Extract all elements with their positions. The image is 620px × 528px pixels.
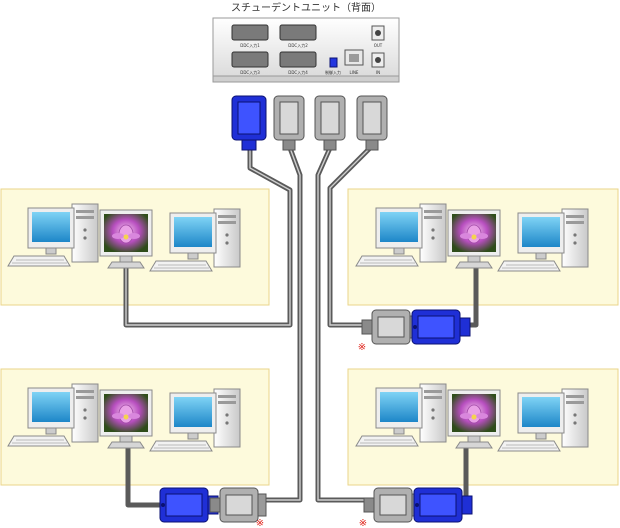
vga-connector-gray-icon: [356, 95, 388, 151]
vga-connector-gray-icon: [363, 487, 421, 523]
vga-connector-gray-icon: [209, 487, 267, 523]
pc-station: [7, 203, 241, 272]
note-mark: ※: [359, 518, 367, 528]
vga-connector-blue-icon: [411, 309, 471, 345]
port-label: 制御入力: [325, 69, 341, 75]
port-label: OUT: [374, 43, 383, 48]
vga-connector-gray-icon: [273, 95, 305, 151]
vga-connector-blue-icon: [231, 95, 267, 151]
vga-connector-blue-icon: [159, 487, 219, 523]
vga-connector-blue-icon: [413, 487, 473, 523]
port-label: DDC入力4: [288, 69, 308, 75]
port-label: DDC入力1: [240, 42, 260, 48]
note-mark: ※: [256, 518, 264, 528]
port-label: LINE: [350, 70, 359, 75]
port-label: IN: [376, 70, 380, 75]
student-unit: DDC入力1 DDC入力2 DDC入力3 DDC入力4 制御入力 LINE OU…: [212, 17, 400, 83]
pc-station: [7, 383, 241, 452]
pc-station: [355, 383, 589, 452]
vga-connector-gray-icon: [361, 309, 419, 345]
pc-station: [355, 203, 589, 272]
vga-connector-gray-icon: [314, 95, 346, 151]
port-label: DDC入力3: [240, 69, 260, 75]
note-mark: ※: [358, 342, 366, 353]
port-label: DDC入力2: [288, 42, 308, 48]
diagram-title: スチューデントユニット（背面）: [231, 1, 381, 14]
